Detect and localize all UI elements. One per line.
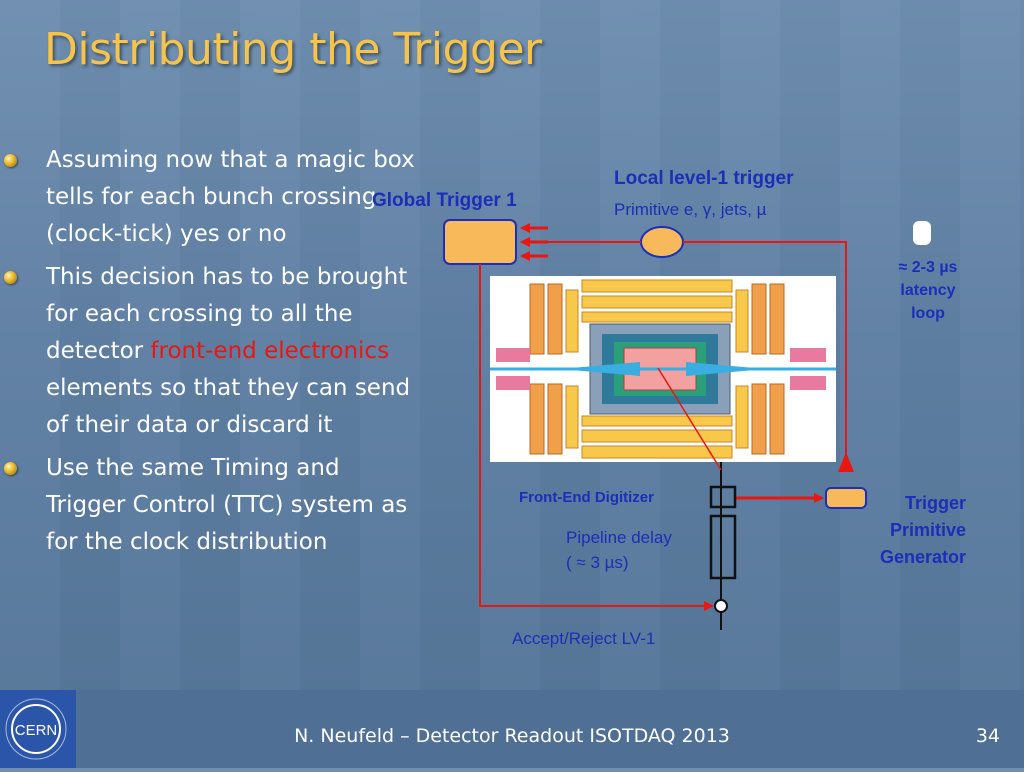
page-number: 34 — [975, 725, 1000, 747]
pipeline-delay-box — [709, 514, 737, 580]
trigger-primitive-box — [825, 487, 867, 509]
accept-reject-node — [714, 599, 728, 613]
bullet-item: Use the same Timing and Trigger Control … — [0, 450, 420, 561]
svg-text:CERN: CERN — [15, 722, 58, 739]
detector-image — [490, 276, 836, 462]
primitive-objects-label: Primitive e, γ, jets, µ — [614, 200, 767, 219]
bullet-icon — [4, 271, 17, 284]
cern-logo-icon: CERN — [5, 698, 67, 760]
bullet-item: This decision has to be brought for each… — [0, 259, 420, 444]
cern-logo: CERN — [0, 690, 76, 768]
bullet-icon — [4, 462, 17, 475]
local-trigger-label: Local level-1 trigger — [614, 168, 794, 189]
front-end-digitizer-label: Front-End Digitizer — [519, 489, 654, 506]
local-trigger-node — [640, 226, 684, 258]
bullet-list: Assuming now that a magic box tells for … — [0, 142, 420, 567]
bullet-icon — [4, 154, 17, 167]
pipeline-delay-label: Pipeline delay ( ≈ 3 µs) — [566, 528, 672, 572]
latency-indicator-icon — [913, 221, 931, 245]
global-trigger-label: Global Trigger 1 — [372, 190, 517, 211]
detector-cross-section — [490, 276, 836, 462]
bullet-item: Assuming now that a magic box tells for … — [0, 142, 420, 253]
bullet-text: elements so that they can send of their … — [46, 375, 411, 438]
bullet-highlight: front-end electronics — [150, 338, 390, 364]
footer-text: N. Neufeld – Detector Readout ISOTDAQ 20… — [294, 725, 730, 747]
latency-loop-label: ≈ 2-3 µs latency loop — [898, 259, 958, 322]
accept-reject-label: Accept/Reject LV-1 — [512, 629, 656, 648]
bullet-text: Assuming now that a magic box tells for … — [46, 147, 415, 247]
slide-title: Distributing the Trigger — [44, 24, 542, 75]
footer-bar — [0, 690, 1024, 768]
bullet-text: This decision has to be brought for each… — [46, 264, 408, 364]
bullet-text: Use the same Timing and Trigger Control … — [46, 455, 408, 555]
global-trigger-box — [443, 219, 517, 265]
trigger-primitive-label: Trigger Primitive Generator — [879, 493, 966, 567]
front-end-digitizer-box — [709, 485, 737, 509]
